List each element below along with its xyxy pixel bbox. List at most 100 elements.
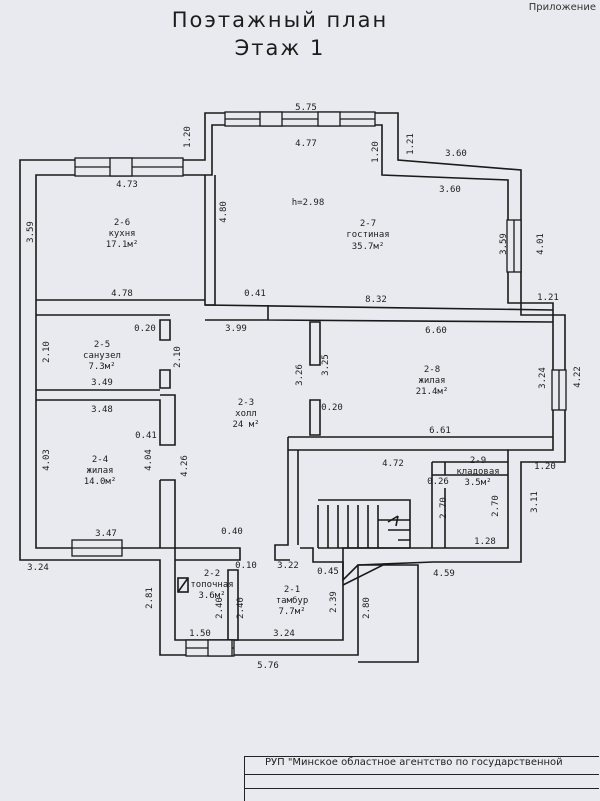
room-area-vestibule: 7.7м² — [278, 607, 305, 617]
dim-label: 3.22 — [277, 561, 299, 571]
room-name-bedroom-8: жилая — [418, 376, 445, 386]
dim-label: 0.45 — [317, 567, 339, 577]
dim-label: 0.20 — [321, 403, 343, 413]
wall-kitchen-living — [204, 175, 216, 306]
dim-label: 8.32 — [365, 295, 387, 305]
wall-room8-bottom — [288, 436, 553, 451]
dim-label: 4.22 — [573, 366, 583, 388]
dim-label: 2.10 — [42, 341, 52, 363]
dim-label: 2.70 — [439, 497, 449, 519]
dim-label: 0.41 — [244, 289, 266, 299]
dim-label: 6.60 — [425, 326, 447, 336]
wall-boiler-top — [175, 547, 241, 561]
dim-label: 3.47 — [95, 529, 117, 539]
dim-label: 2.39 — [329, 591, 339, 613]
height-note: h=2.98 — [292, 198, 325, 208]
wall-bath-right — [159, 319, 171, 341]
room-name-boiler: топочная — [190, 580, 233, 590]
dim-label: 3.99 — [225, 324, 247, 334]
wall-stair-left — [274, 437, 290, 561]
dim-label: 3.49 — [91, 378, 113, 388]
dim-label: 4.03 — [42, 449, 52, 471]
dim-label: 5.76 — [257, 661, 279, 671]
room-area-hall: 24 м² — [232, 420, 259, 430]
wall-boiler-right — [227, 569, 239, 641]
dim-label: 3.11 — [530, 491, 540, 513]
wall-porch — [358, 564, 419, 663]
porch-diagonal — [342, 564, 384, 586]
room-name-living: гостиная — [346, 230, 389, 240]
dim-label: 4.04 — [144, 449, 154, 471]
boiler-icon — [177, 577, 189, 593]
dim-label: 3.24 — [27, 563, 49, 573]
wall-kitchen-bottom — [36, 299, 205, 316]
room-name-bedroom-4: жилая — [86, 466, 113, 476]
room-id-living: 2-7 — [360, 219, 376, 229]
staircase — [317, 499, 411, 549]
dim-label: 3.59 — [26, 221, 36, 243]
dim-label: 3.25 — [321, 354, 331, 376]
room-area-bedroom-8: 21.4м² — [416, 387, 449, 397]
room-name-storage: кладовая — [456, 467, 499, 477]
window-living-mullion-2 — [317, 111, 341, 127]
room-id-bedroom-4: 2-4 — [92, 455, 108, 465]
dim-label: 2.40 — [215, 597, 225, 619]
dim-label: 1.21 — [406, 133, 416, 155]
boiler-icon-mark — [177, 577, 189, 593]
plan-title: Поэтажный план — [171, 8, 389, 32]
dim-label: 0.40 — [221, 527, 243, 537]
room-name-kitchen: кухня — [108, 229, 135, 239]
wall-bedroom-right — [159, 479, 176, 548]
wall-storage — [431, 461, 508, 548]
room-id-storage: 2-9 — [470, 456, 486, 466]
dim-label: 4.73 — [116, 180, 138, 190]
dimension-labels: 5.75 4.77 3.60 3.60 4.73 4.78 0.41 3.99 … — [27, 103, 559, 671]
dim-label: 2.10 — [173, 346, 183, 368]
dim-label: 1.20 — [371, 141, 381, 163]
dim-label: 1.20 — [183, 126, 193, 148]
dimension-labels-vertical: 1.20 1.20 1.21 3.59 4.80 3.59 4.01 2.10 … — [26, 126, 583, 619]
room-area-kitchen: 17.1м² — [106, 240, 139, 250]
dim-label: 0.20 — [134, 324, 156, 334]
dim-label: 4.80 — [219, 201, 229, 223]
dim-label: 2.40 — [236, 597, 246, 619]
room-name-vestibule: тамбур — [276, 595, 309, 606]
footer-org: РУП "Минское областное агентство по госу… — [265, 757, 563, 768]
dim-label: 0.26 — [427, 477, 449, 487]
dim-label: 6.61 — [429, 426, 451, 436]
dim-label: 3.24 — [273, 629, 295, 639]
room-id-hall: 2-3 — [238, 398, 254, 408]
dim-label: 1.28 — [474, 537, 496, 547]
wall-bath-door-stub — [159, 369, 171, 389]
room-area-bedroom-4: 14.0м² — [84, 477, 117, 487]
window-kitchen-mullion — [109, 157, 133, 177]
wall-room8-stub2 — [309, 399, 321, 436]
room-area-bathroom: 7.3м² — [88, 362, 115, 372]
wall-vestibule-top — [300, 547, 359, 582]
window-vestibule-mullion — [207, 639, 233, 657]
footer-row-divider — [245, 774, 599, 775]
dim-label: 4.78 — [111, 289, 133, 299]
wall-living-bottom — [204, 304, 554, 323]
dim-label: 3.60 — [445, 149, 467, 159]
dim-label: 1.50 — [189, 629, 211, 639]
dim-label: 0.10 — [235, 561, 257, 571]
room-labels: h=2.98 2-6 кухня 17.1м² 2-7 гостиная 35.… — [83, 198, 500, 617]
dim-label: 3.24 — [538, 367, 548, 389]
dim-label: 2.80 — [362, 597, 372, 619]
dim-label: 0.41 — [135, 431, 157, 441]
room-area-living: 35.7м² — [352, 242, 385, 252]
room-name-hall: холл — [235, 409, 257, 419]
room-area-boiler: 3.6м² — [198, 591, 225, 601]
dim-label: 3.48 — [91, 405, 113, 415]
room-id-bedroom-8: 2-8 — [424, 365, 440, 375]
wall-room8-stub — [309, 321, 321, 366]
dim-label: 4.72 — [382, 459, 404, 469]
dim-label: 4.01 — [536, 233, 546, 255]
room-id-bathroom: 2-5 — [94, 340, 110, 350]
dim-label: 2.81 — [145, 587, 155, 609]
dim-label: 5.75 — [295, 103, 317, 113]
room-id-kitchen: 2-6 — [114, 218, 130, 228]
room-area-storage: 3.5м² — [464, 478, 491, 488]
